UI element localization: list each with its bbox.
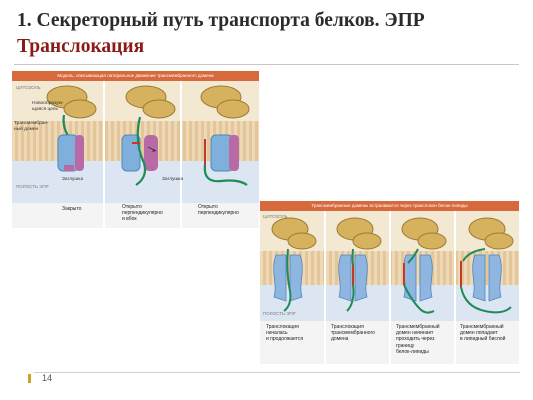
column-separator (103, 81, 105, 228)
tm-domain-translocation-figure (336, 217, 382, 312)
figure-caption: Закрыто (62, 206, 82, 212)
footer-accent-mark (28, 374, 31, 383)
figure-caption: Открыто перпендикулярно (198, 204, 239, 217)
figure-caption: Транслокация началась и продолжается (266, 324, 304, 343)
figure-caption: Трансмембранный домен начинает проходить… (396, 324, 440, 355)
title-divider (14, 64, 519, 65)
cytosol-label: ЦИТОЗОЛЬ (263, 214, 288, 219)
tm-domain-in-bilayer-figure (460, 217, 514, 314)
figure-caption: Открыто перпендикулярно и вбок (122, 204, 163, 223)
transmembrane-domain-label: Трансмембран- ный домен (14, 121, 49, 132)
translocon-open-lateral-figure (121, 85, 176, 186)
column-separator (454, 211, 456, 364)
er-lumen-label: ПОЛОСТЬ ЭПР (16, 184, 49, 189)
slide-subtitle: Транслокация (17, 36, 145, 57)
panel-header-left: Модель, описывающая латеральное движение… (12, 71, 259, 81)
caption-row-left (12, 203, 259, 228)
column-separator (324, 211, 326, 364)
column-separator (389, 211, 391, 364)
tm-domain-crossing-boundary-figure (401, 217, 447, 314)
figure-caption: Транслокация трансмембранного домена (331, 324, 375, 343)
nascent-chain-label: Новообразую- щаяся цепь (32, 101, 64, 112)
er-lumen-label: ПОЛОСТЬ ЭПР (263, 311, 296, 316)
plug-label: Заглушка (62, 177, 84, 182)
panel-header-right: Трансмембранные домены встраиваются чере… (260, 201, 519, 211)
footer-divider (34, 372, 520, 373)
translocation-ongoing-figure (271, 217, 317, 312)
figure-caption: Трансмембранный домен попадает в липидны… (460, 324, 506, 343)
cytosol-label: ЦИТОЗОЛЬ (16, 85, 41, 90)
translocon-closed-figure (46, 85, 97, 172)
slide-title: 1. Секреторный путь транспорта белков. Э… (17, 10, 425, 31)
figure-panel-protein-lipid: Трансмембранные домены встраиваются чере… (260, 201, 519, 364)
figure-panel-lateral-model: Модель, описывающая латеральное движение… (12, 71, 259, 228)
column-separator (180, 81, 182, 228)
translocon-open-perpendicular-figure (200, 85, 250, 186)
page-number: 14 (42, 373, 53, 383)
plug-label: Заглушка (162, 177, 184, 182)
